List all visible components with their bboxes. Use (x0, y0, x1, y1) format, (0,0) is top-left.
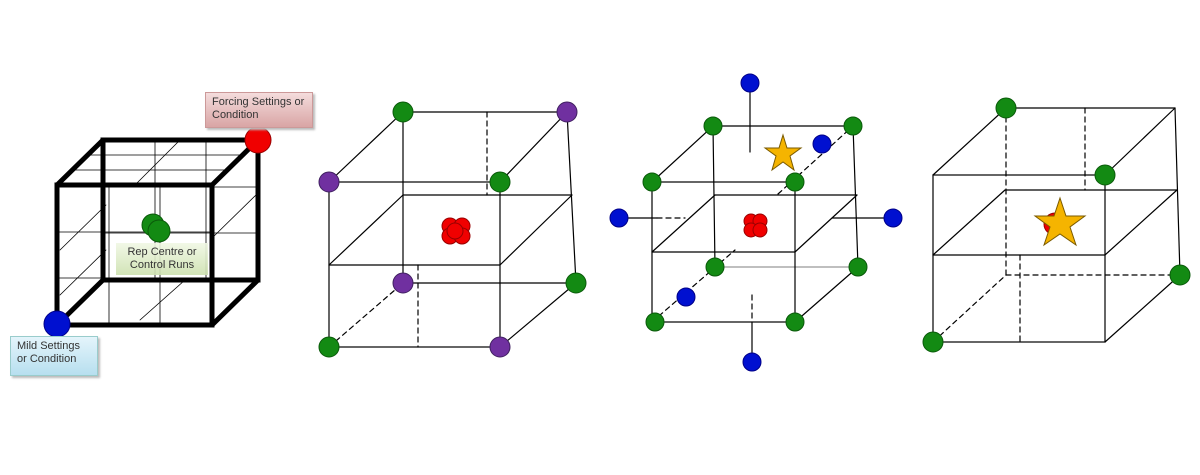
mild-point (43, 310, 71, 338)
design-point (785, 312, 805, 332)
cube-1-edges (54, 137, 261, 328)
design-point (318, 336, 340, 358)
design-point (1094, 164, 1116, 186)
mild-settings-label: Mild Settings or Condition (10, 336, 98, 376)
design-point (785, 172, 805, 192)
centre-cluster (441, 217, 471, 245)
axial-point (742, 352, 762, 372)
centre-point (147, 219, 171, 243)
centre-runs-label: Rep Centre or Control Runs (116, 243, 208, 275)
design-point (565, 272, 587, 294)
cube-2 (318, 101, 587, 358)
design-point (843, 116, 863, 136)
design-point (703, 116, 723, 136)
star-icon (1033, 196, 1087, 247)
axial-point (740, 73, 760, 93)
design-point (392, 101, 414, 123)
centre-cluster (743, 213, 768, 238)
design-point (1169, 264, 1191, 286)
forcing-point (244, 126, 272, 154)
axial-point (609, 208, 629, 228)
design-point (489, 171, 511, 193)
forcing-settings-label: Forcing Settings or Condition (205, 92, 313, 128)
design-point (318, 171, 340, 193)
cube-3 (609, 73, 903, 372)
design-point (995, 97, 1017, 119)
design-point (642, 172, 662, 192)
design-point (556, 101, 578, 123)
axial-point (676, 287, 696, 307)
design-point (705, 257, 725, 277)
star-icon (763, 133, 803, 172)
design-point (848, 257, 868, 277)
design-point (645, 312, 665, 332)
axial-point (883, 208, 903, 228)
design-point (489, 336, 511, 358)
design-point (922, 331, 944, 353)
cube-1 (43, 126, 272, 338)
cube-4 (922, 97, 1191, 353)
design-point (392, 272, 414, 294)
axial-point (812, 134, 832, 154)
